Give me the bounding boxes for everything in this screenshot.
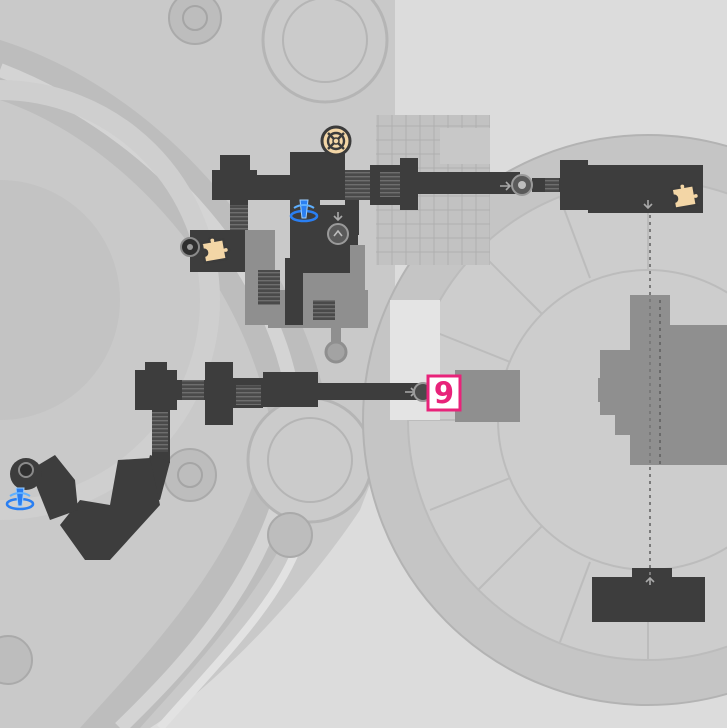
golden-puzzle-icon[interactable] xyxy=(200,235,231,265)
space-anchor-teleport-icon[interactable] xyxy=(5,487,35,511)
location-number-marker[interactable]: 9 xyxy=(426,374,462,412)
space-anchor-teleport-icon[interactable] xyxy=(289,199,319,223)
marker-number: 9 xyxy=(434,376,454,410)
marker-background xyxy=(426,374,462,412)
unexplored-areas xyxy=(245,230,727,465)
stairways xyxy=(152,170,559,452)
golden-puzzle-icon[interactable] xyxy=(670,181,701,211)
calyx-gear-icon[interactable] xyxy=(320,125,352,157)
